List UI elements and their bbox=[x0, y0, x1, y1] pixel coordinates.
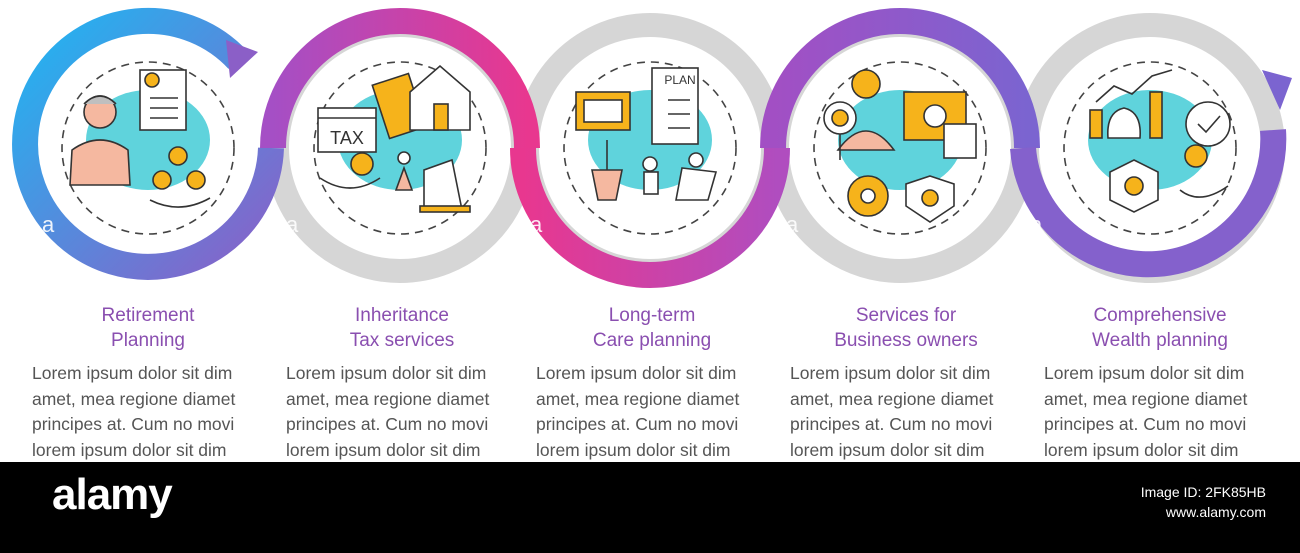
step-long-term-care: Long-term Care planning Lorem ipsum dolo… bbox=[536, 303, 768, 463]
step-title: Comprehensive Wealth planning bbox=[1044, 303, 1276, 355]
step-body-line: lorem ipsum dolor sit dim bbox=[536, 439, 731, 460]
image-id-label: Image ID: 2FK85HB bbox=[1140, 484, 1266, 500]
step-wealth-planning: Comprehensive Wealth planning Lorem ipsu… bbox=[1044, 303, 1276, 463]
wealth-planning-icon bbox=[1089, 69, 1231, 213]
step-title-line: Business owners bbox=[834, 330, 978, 351]
step-body-line: Lorem ipsum dolor sit dim bbox=[32, 363, 233, 383]
business-services-icon bbox=[823, 69, 977, 223]
step-body-line: Lorem ipsum dolor sit dim bbox=[536, 363, 737, 383]
dashed-circle-1 bbox=[61, 61, 235, 235]
step-inheritance: Inheritance Tax services Lorem ipsum dol… bbox=[286, 303, 518, 463]
watermark-2: a bbox=[286, 212, 299, 237]
alamy-logo: alamy bbox=[52, 470, 173, 519]
step-title-line: Retirement bbox=[101, 305, 195, 326]
ring-arc-1 bbox=[12, 7, 284, 280]
watermark-glyphs: a a a a a a bbox=[42, 212, 1287, 237]
step-title-line: Wealth planning bbox=[1092, 330, 1228, 351]
dashed-circle-5 bbox=[1063, 61, 1237, 235]
plan-badge: PLAN bbox=[664, 73, 695, 87]
step-body-line: principes at. Cum no movi bbox=[1044, 414, 1247, 434]
step-body-line: Lorem ipsum dolor sit dim bbox=[1044, 363, 1245, 383]
step-title-line: Comprehensive bbox=[1093, 305, 1227, 326]
step-title: Inheritance Tax services bbox=[286, 303, 518, 355]
step-title: Retirement Planning bbox=[32, 303, 264, 355]
arrow-head-1 bbox=[226, 40, 258, 78]
step-title-line: Services for bbox=[855, 305, 957, 326]
step-body: Lorem ipsum dolor sit dim amet, mea regi… bbox=[32, 361, 264, 463]
step-body-line: amet, mea regione diamet bbox=[286, 388, 490, 409]
step-body: Lorem ipsum dolor sit dim amet, mea regi… bbox=[790, 361, 1022, 463]
step-body-line: principes at. Cum no movi bbox=[32, 414, 235, 434]
step-title-line: Care planning bbox=[592, 330, 712, 351]
step-body: Lorem ipsum dolor sit dim amet, mea regi… bbox=[536, 361, 768, 463]
step-body-line: amet, mea regione diamet bbox=[536, 388, 740, 409]
step-business-owners: Services for Business owners Lorem ipsum… bbox=[790, 303, 1022, 463]
watermark-6: a bbox=[1274, 212, 1287, 237]
step-title-line: Inheritance bbox=[354, 305, 449, 326]
wave-arcs bbox=[12, 7, 1287, 288]
step-title: Services for Business owners bbox=[790, 303, 1022, 355]
step-body-line: amet, mea regione diamet bbox=[32, 388, 236, 409]
tax-badge: TAX bbox=[330, 128, 364, 148]
step-body-line: principes at. Cum no movi bbox=[790, 414, 993, 434]
step-body-line: principes at. Cum no movi bbox=[286, 414, 489, 434]
ring-arc-3 bbox=[510, 147, 790, 288]
step-body-line: Lorem ipsum dolor sit dim bbox=[286, 363, 487, 383]
stock-footer-bar bbox=[0, 462, 1300, 553]
step-title-line: Long-term bbox=[608, 305, 696, 326]
ring-arc-4 bbox=[760, 8, 1040, 149]
ring-arc-5 bbox=[1010, 129, 1287, 278]
dashed-circle-2 bbox=[313, 61, 487, 235]
step-title-line: Tax services bbox=[349, 330, 455, 351]
step-body-line: Lorem ipsum dolor sit dim bbox=[790, 363, 991, 383]
arrow-head-5 bbox=[1262, 70, 1292, 110]
step-body-line: amet, mea regione diamet bbox=[1044, 388, 1248, 409]
dashed-circle-3 bbox=[563, 61, 737, 235]
step-title: Long-term Care planning bbox=[536, 303, 768, 355]
watermark-3: a bbox=[530, 212, 543, 237]
step-title-line: Planning bbox=[111, 330, 185, 351]
step-body-line: principes at. Cum no movi bbox=[536, 414, 739, 434]
watermark-5: a bbox=[1030, 212, 1043, 237]
image-id-block: Image ID: 2FK85HB www.alamy.com bbox=[1141, 482, 1266, 522]
watermark-1: a bbox=[42, 212, 55, 237]
step-body-line: lorem ipsum dolor sit dim bbox=[286, 439, 481, 460]
step-body-line: lorem ipsum dolor sit dim bbox=[1044, 439, 1239, 460]
ring-arc-2 bbox=[260, 8, 540, 149]
step-body-line: lorem ipsum dolor sit dim bbox=[790, 439, 985, 460]
step-retirement: Retirement Planning Lorem ipsum dolor si… bbox=[32, 303, 264, 463]
inheritance-tax-icon: TAX bbox=[317, 64, 471, 213]
step-body: Lorem ipsum dolor sit dim amet, mea regi… bbox=[286, 361, 518, 463]
retirement-planning-icon bbox=[69, 69, 211, 208]
watermark-4: a bbox=[786, 212, 799, 237]
step-body-line: amet, mea regione diamet bbox=[790, 388, 994, 409]
step-body: Lorem ipsum dolor sit dim amet, mea regi… bbox=[1044, 361, 1276, 463]
long-term-care-icon: PLAN bbox=[575, 67, 718, 201]
step-body-line: lorem ipsum dolor sit dim bbox=[32, 439, 227, 460]
infographic-canvas: TAX PLAN bbox=[12, 7, 1292, 288]
dashed-circle-4 bbox=[813, 61, 987, 235]
site-url: www.alamy.com bbox=[1165, 504, 1266, 520]
